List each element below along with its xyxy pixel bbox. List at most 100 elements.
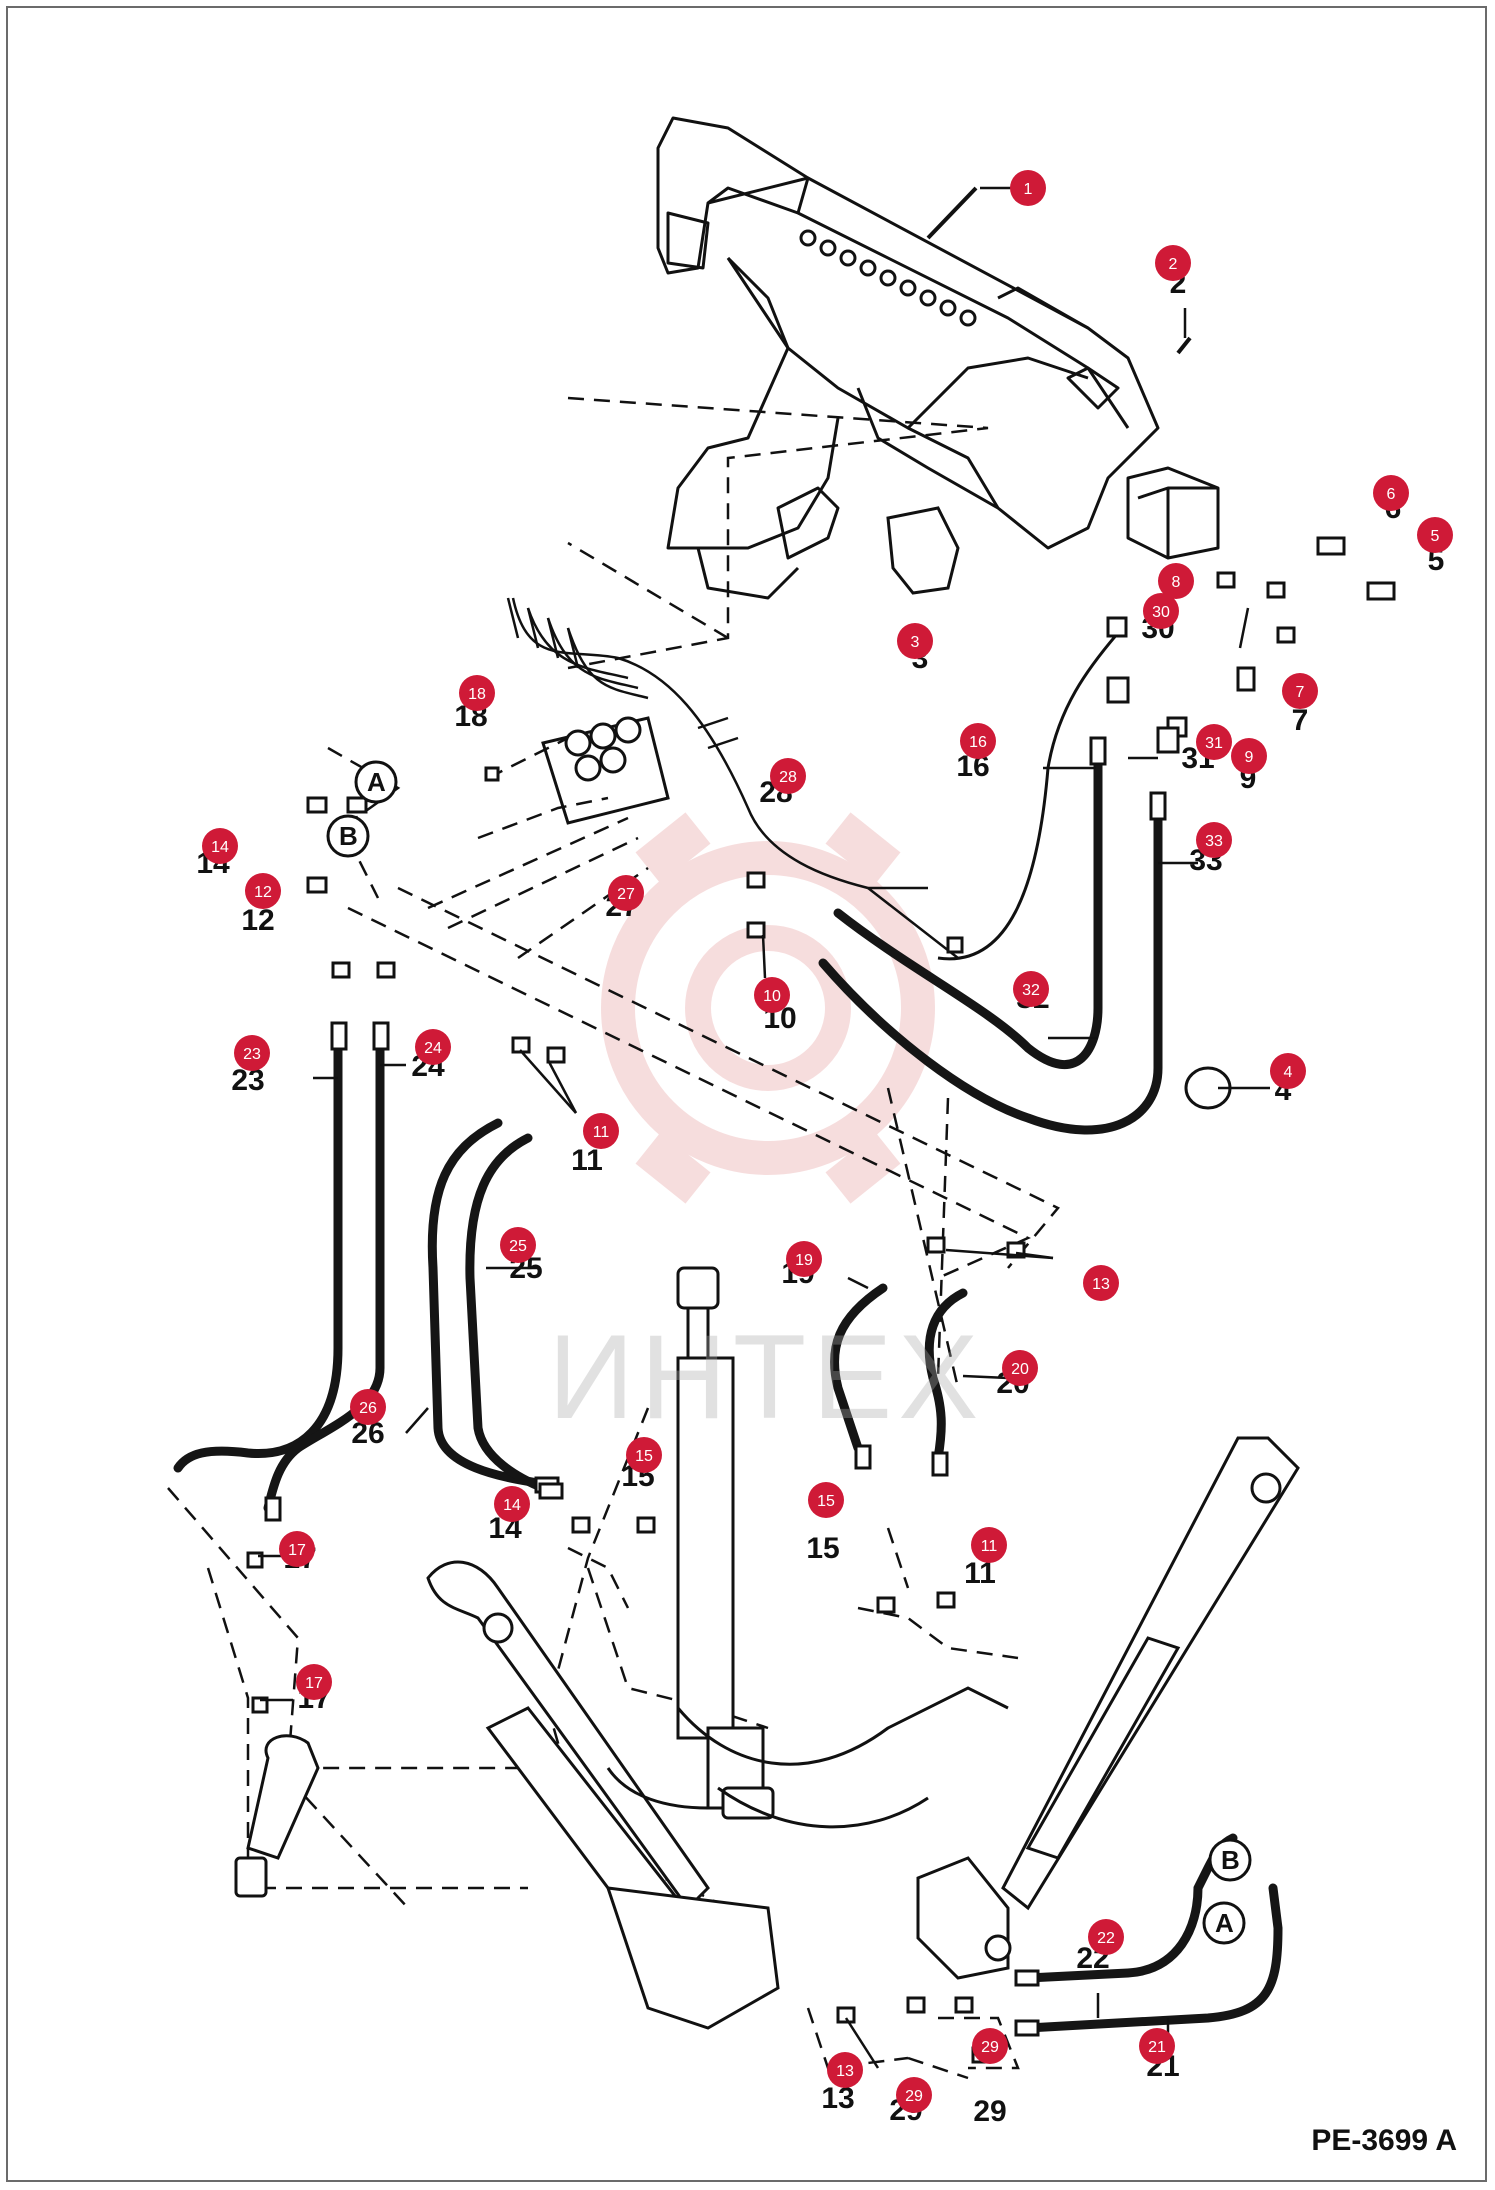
bolt-part-1 [926, 186, 978, 240]
hose-fittings [264, 736, 1167, 2037]
bracket-part-3 [886, 506, 960, 595]
svg-text:20: 20 [1011, 1361, 1029, 1378]
callout-badge-c10: 10 [754, 977, 790, 1013]
svg-text:27: 27 [617, 886, 635, 903]
svg-text:18: 18 [468, 686, 486, 703]
callout-badge-c32: 32 [1013, 971, 1049, 1007]
callout-badge-c9: 9 [1231, 738, 1267, 774]
svg-text:11: 11 [981, 1538, 998, 1555]
wire-harness [506, 597, 959, 959]
callout-badge-c14a: 14 [202, 828, 238, 864]
callout-badge-c28: 28 [770, 758, 806, 794]
svg-text:9: 9 [1245, 749, 1254, 766]
callout-badge-c19: 19 [786, 1241, 822, 1277]
svg-text:4: 4 [1284, 1064, 1293, 1081]
hose-part-21 [1023, 1883, 1283, 2033]
connector-b-top: B [339, 821, 358, 851]
hose-part-24 [263, 1028, 385, 1513]
callout-badge-c7: 7 [1282, 673, 1318, 709]
watermark-text: ИНТЕХ [548, 1310, 985, 1444]
part-number-label-c11a: 11 [571, 1144, 603, 1177]
callout-badge-c2: 2 [1155, 245, 1191, 281]
svg-text:13: 13 [1092, 1276, 1110, 1293]
callout-badge-c4: 4 [1270, 1053, 1306, 1089]
svg-text:15: 15 [817, 1493, 835, 1510]
hose-part-32 [833, 743, 1103, 1070]
callout-badge-c17b: 17 [296, 1664, 332, 1700]
drawing-code: PE-3699 A [1311, 2124, 1457, 2157]
part-number-label-c12: 12 [241, 904, 274, 937]
callout-badge-c30: 30 [1143, 593, 1179, 629]
hose-part-26 [465, 1133, 548, 1493]
callout-badge-c11b: 11 [971, 1527, 1007, 1563]
svg-text:26: 26 [359, 1400, 377, 1417]
callout-badge-c23: 23 [234, 1035, 270, 1071]
callout-badge-c31: 31 [1196, 724, 1232, 760]
callout-badge-c17a: 17 [279, 1531, 315, 1567]
connector-b-bottom: B [1221, 1845, 1240, 1875]
part-number-label-c15b: 15 [806, 1532, 839, 1565]
callout-badge-c29b: 29 [972, 2028, 1008, 2064]
svg-text:31: 31 [1205, 735, 1223, 752]
callout-badge-c16: 16 [960, 723, 996, 759]
svg-text:33: 33 [1205, 833, 1223, 850]
svg-text:5: 5 [1431, 528, 1440, 545]
control-valve [541, 716, 670, 825]
svg-text:19: 19 [795, 1252, 813, 1269]
svg-text:28: 28 [779, 769, 797, 786]
callout-badge-c1: 1 [1010, 170, 1046, 206]
connector-a-bottom: A [1215, 1908, 1234, 1938]
callout-badge-c11a: 11 [583, 1113, 619, 1149]
callout-badge-c26: 26 [350, 1389, 386, 1425]
frame-bolt-row [799, 229, 977, 327]
callout-badge-c15a: 15 [626, 1437, 662, 1473]
callout-badge-c18: 18 [459, 675, 495, 711]
svg-text:30: 30 [1152, 604, 1170, 621]
callout-badge-c8: 8 [1158, 563, 1194, 599]
hoses [173, 743, 1283, 2033]
watermark-logo [601, 812, 935, 1204]
svg-text:12: 12 [254, 884, 272, 901]
svg-text:29: 29 [981, 2039, 999, 2056]
callout-badge-c27: 27 [608, 875, 644, 911]
callout-badge-c15b: 15 [808, 1482, 844, 1518]
svg-text:25: 25 [509, 1238, 527, 1255]
svg-text:10: 10 [763, 988, 781, 1005]
svg-text:21: 21 [1148, 2039, 1166, 2056]
swing-frame [606, 1686, 1009, 1829]
svg-text:16: 16 [969, 734, 987, 751]
svg-text:29: 29 [905, 2088, 923, 2105]
svg-text:2: 2 [1169, 256, 1178, 273]
connector-circles [326, 760, 1252, 1945]
callout-badge-c29a: 29 [896, 2077, 932, 2113]
svg-text:24: 24 [424, 1040, 442, 1057]
callout-badge-c13b: 13 [827, 2052, 863, 2088]
hose-part-33 [818, 803, 1163, 1135]
callout-badge-c3: 3 [897, 623, 933, 659]
svg-text:7: 7 [1296, 684, 1305, 701]
screw-part-2 [1176, 336, 1192, 355]
callout-badge-c25: 25 [500, 1227, 536, 1263]
leader-lines [258, 186, 1270, 2069]
hose-part-19 [829, 1283, 888, 1453]
hose-part-25 [427, 1118, 543, 1488]
callout-badge-c14b: 14 [494, 1486, 530, 1522]
svg-text:17: 17 [288, 1542, 306, 1559]
small-fittings [246, 536, 1396, 2064]
connector-a-top: A [367, 767, 386, 797]
svg-text:14: 14 [211, 839, 229, 856]
callout-badge-c21: 21 [1139, 2028, 1175, 2064]
part-number-label-c7: 7 [1292, 704, 1309, 737]
right-cylinder [916, 1436, 1300, 1980]
callout-badge-c24: 24 [415, 1029, 451, 1065]
callout-badges: 1234567891011111213131414151516171718192… [202, 170, 1453, 2113]
svg-text:8: 8 [1172, 574, 1181, 591]
svg-text:22: 22 [1097, 1930, 1115, 1947]
svg-text:14: 14 [503, 1497, 521, 1514]
part-number-label-c29b: 29 [973, 2095, 1006, 2128]
svg-text:11: 11 [593, 1124, 610, 1141]
svg-text:32: 32 [1022, 982, 1040, 999]
hose-part-23 [173, 1028, 343, 1473]
callout-badge-c33: 33 [1196, 822, 1232, 858]
callout-badge-c5: 5 [1417, 517, 1453, 553]
